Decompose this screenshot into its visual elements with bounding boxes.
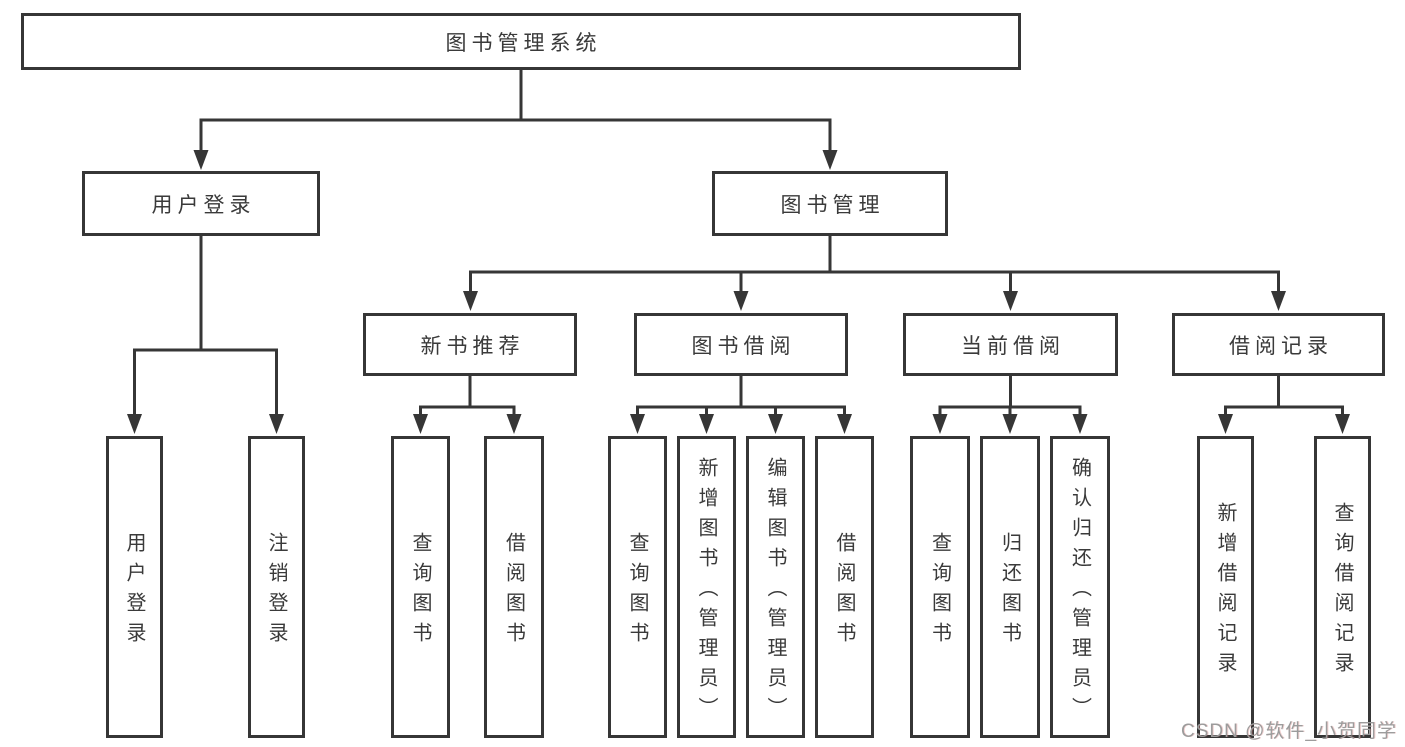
node-query-books-borrowing: 查询图书 (608, 436, 667, 738)
node-borrow-books-recommend: 借阅图书 (484, 436, 544, 738)
csdn-watermark: CSDN @软件_小贺同学 (1181, 721, 1397, 742)
node-book-management: 图书管理 (712, 171, 948, 236)
node-label: 查询图书 (626, 532, 648, 652)
node-label: 注销登录 (265, 532, 287, 652)
node-label: 归还图书 (998, 532, 1021, 652)
node-new-book-recommend: 新书推荐 (363, 313, 577, 376)
node-user-login-leaf: 用户登录 (106, 436, 163, 738)
node-label: 借阅图书 (833, 532, 855, 652)
node-borrow-records: 借阅记录 (1172, 313, 1385, 376)
node-label: 用户登录 (123, 532, 145, 652)
node-edit-books-admin: 编辑图书（管理员） (746, 436, 805, 738)
node-logout: 注销登录 (248, 436, 305, 738)
node-label: 借阅记录 (1229, 334, 1333, 358)
node-label: 借阅图书 (502, 532, 525, 652)
node-label: 当前借阅 (961, 334, 1065, 358)
node-label: 查询图书 (409, 532, 431, 652)
node-return-books: 归还图书 (980, 436, 1040, 738)
node-current-borrowing: 当前借阅 (903, 313, 1118, 376)
node-label: 查询图书 (928, 532, 951, 652)
node-query-books-current: 查询图书 (910, 436, 970, 738)
node-label: 用户登录 (151, 193, 256, 217)
node-label: 查询借阅记录 (1331, 502, 1353, 682)
node-label: 新增借阅记录 (1214, 502, 1236, 682)
node-label: 编辑图书（管理员） (764, 457, 786, 727)
node-confirm-return-admin: 确认归还（管理员） (1050, 436, 1110, 738)
node-label: 新书推荐 (420, 334, 525, 358)
node-book-borrowing: 图书借阅 (634, 313, 848, 376)
node-query-books-recommend: 查询图书 (391, 436, 450, 738)
node-label: 图书管理 (780, 193, 885, 217)
node-label: 图书管理系统 (445, 31, 602, 55)
node-borrow-books-borrowing: 借阅图书 (815, 436, 874, 738)
node-add-borrow-record: 新增借阅记录 (1197, 436, 1254, 738)
node-query-borrow-record: 查询借阅记录 (1314, 436, 1371, 738)
node-add-books-admin: 新增图书（管理员） (677, 436, 736, 738)
node-label: 确认归还（管理员） (1068, 457, 1091, 727)
node-library-management-system: 图书管理系统 (21, 13, 1021, 70)
node-label: 图书借阅 (691, 334, 796, 358)
node-user-login: 用户登录 (82, 171, 320, 236)
node-label: 新增图书（管理员） (695, 457, 717, 727)
